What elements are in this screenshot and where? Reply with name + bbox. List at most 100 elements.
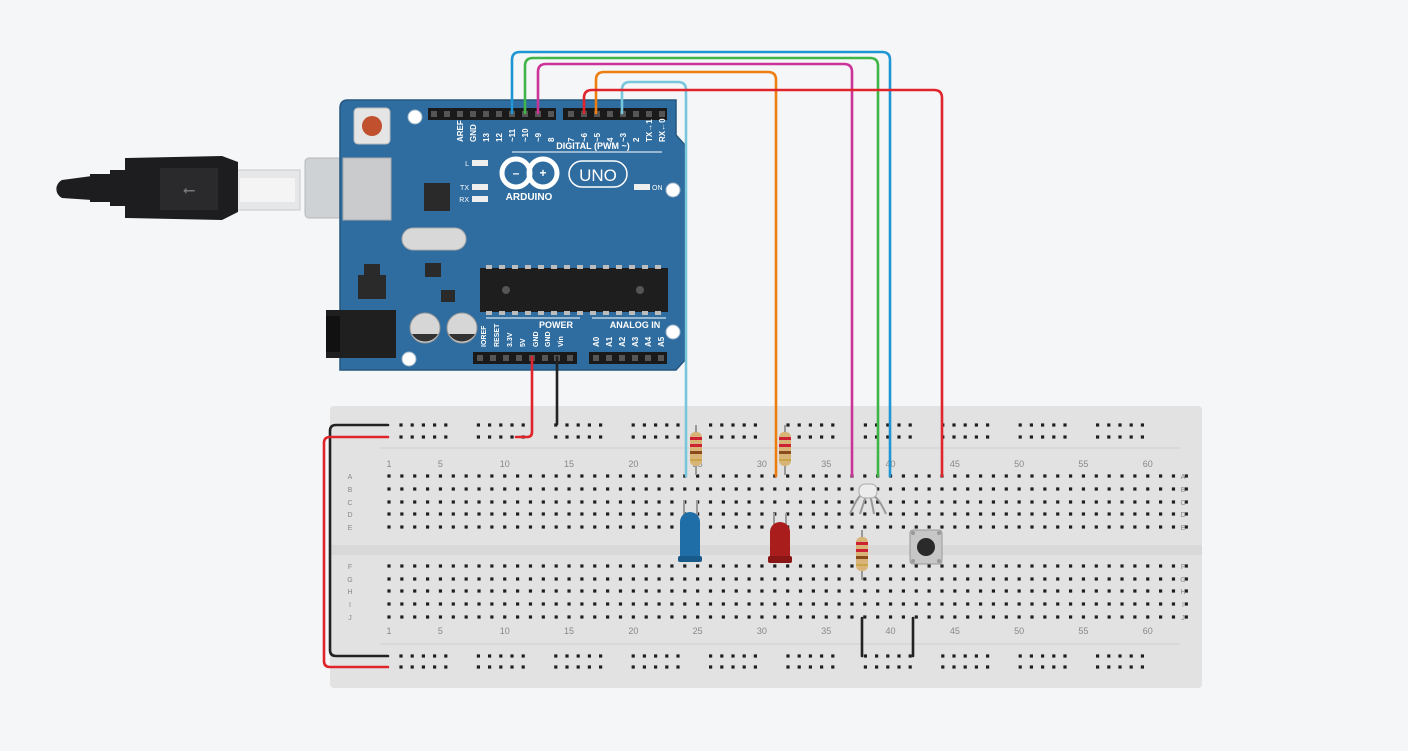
- breadboard-hole[interactable]: [927, 564, 931, 568]
- rail-hole[interactable]: [1096, 654, 1100, 658]
- breadboard-hole[interactable]: [927, 577, 931, 581]
- rail-hole[interactable]: [554, 654, 558, 658]
- breadboard-hole[interactable]: [940, 512, 944, 516]
- breadboard-hole[interactable]: [914, 500, 918, 504]
- breadboard-hole[interactable]: [824, 487, 828, 491]
- breadboard-hole[interactable]: [837, 564, 841, 568]
- breadboard-hole[interactable]: [1133, 602, 1137, 606]
- analog-pin-hole[interactable]: [632, 355, 638, 361]
- rgb-led[interactable]: [849, 483, 887, 515]
- breadboard-hole[interactable]: [618, 615, 623, 619]
- breadboard-hole[interactable]: [798, 474, 803, 478]
- rail-hole[interactable]: [631, 435, 635, 439]
- breadboard-hole[interactable]: [786, 602, 790, 606]
- rail-hole[interactable]: [742, 423, 746, 427]
- breadboard-hole[interactable]: [798, 512, 803, 516]
- breadboard-hole[interactable]: [837, 615, 841, 619]
- breadboard-hole[interactable]: [1094, 500, 1098, 504]
- breadboard-hole[interactable]: [670, 500, 674, 504]
- rail-hole[interactable]: [433, 654, 437, 658]
- breadboard-hole[interactable]: [888, 615, 893, 619]
- breadboard-hole[interactable]: [477, 615, 481, 619]
- breadboard-hole[interactable]: [477, 589, 481, 593]
- breadboard-hole[interactable]: [1146, 564, 1150, 568]
- rail-hole[interactable]: [720, 423, 724, 427]
- breadboard-hole[interactable]: [516, 589, 520, 593]
- breadboard-hole[interactable]: [503, 589, 507, 593]
- usb-cable[interactable]: ⭠: [56, 156, 390, 220]
- breadboard-hole[interactable]: [876, 564, 880, 568]
- breadboard-hole[interactable]: [888, 577, 893, 581]
- breadboard-hole[interactable]: [1043, 564, 1047, 568]
- breadboard-hole[interactable]: [837, 525, 841, 529]
- breadboard-hole[interactable]: [966, 589, 970, 593]
- rail-hole[interactable]: [1140, 423, 1144, 427]
- breadboard-hole[interactable]: [413, 474, 417, 478]
- breadboard-hole[interactable]: [451, 589, 455, 593]
- breadboard-hole[interactable]: [824, 564, 828, 568]
- breadboard-hole[interactable]: [387, 589, 391, 593]
- breadboard-hole[interactable]: [708, 564, 713, 568]
- breadboard-hole[interactable]: [413, 577, 417, 581]
- breadboard-hole[interactable]: [606, 512, 610, 516]
- rail-hole[interactable]: [1107, 665, 1111, 669]
- breadboard-hole[interactable]: [747, 589, 751, 593]
- breadboard-hole[interactable]: [425, 512, 430, 516]
- breadboard-hole[interactable]: [888, 589, 893, 593]
- breadboard-hole[interactable]: [413, 525, 417, 529]
- rail-hole[interactable]: [831, 665, 835, 669]
- rail-hole[interactable]: [476, 654, 480, 658]
- breadboard-hole[interactable]: [850, 589, 854, 593]
- rail-hole[interactable]: [1107, 435, 1111, 439]
- breadboard-hole[interactable]: [901, 577, 905, 581]
- breadboard-hole[interactable]: [927, 487, 931, 491]
- breadboard-hole[interactable]: [1159, 589, 1163, 593]
- breadboard-hole[interactable]: [824, 512, 828, 516]
- breadboard-hole[interactable]: [657, 487, 661, 491]
- breadboard-hole[interactable]: [554, 564, 558, 568]
- breadboard-hole[interactable]: [837, 500, 841, 504]
- breadboard-hole[interactable]: [966, 474, 970, 478]
- breadboard-hole[interactable]: [734, 525, 738, 529]
- breadboard-hole[interactable]: [1171, 577, 1176, 581]
- rail-hole[interactable]: [797, 435, 801, 439]
- rail-hole[interactable]: [599, 435, 603, 439]
- breadboard-hole[interactable]: [528, 602, 533, 606]
- rail-hole[interactable]: [642, 435, 646, 439]
- breadboard-hole[interactable]: [490, 512, 494, 516]
- rail-hole[interactable]: [886, 423, 890, 427]
- breadboard-hole[interactable]: [464, 500, 468, 504]
- digital-pin-hole[interactable]: [620, 111, 626, 117]
- breadboard-hole[interactable]: [901, 500, 905, 504]
- breadboard-hole[interactable]: [503, 525, 507, 529]
- breadboard-hole[interactable]: [1043, 525, 1047, 529]
- breadboard-hole[interactable]: [734, 500, 738, 504]
- breadboard-hole[interactable]: [683, 577, 687, 581]
- rail-hole[interactable]: [654, 654, 658, 658]
- breadboard-hole[interactable]: [1094, 487, 1098, 491]
- rail-hole[interactable]: [476, 435, 480, 439]
- rail-hole[interactable]: [831, 423, 835, 427]
- rail-hole[interactable]: [599, 665, 603, 669]
- breadboard-hole[interactable]: [503, 487, 507, 491]
- rail-hole[interactable]: [753, 665, 757, 669]
- breadboard-hole[interactable]: [606, 564, 610, 568]
- breadboard-hole[interactable]: [644, 474, 648, 478]
- breadboard-hole[interactable]: [1171, 487, 1176, 491]
- breadboard-hole[interactable]: [1146, 577, 1150, 581]
- breadboard-hole[interactable]: [1120, 577, 1124, 581]
- breadboard-hole[interactable]: [451, 512, 455, 516]
- breadboard-hole[interactable]: [490, 589, 494, 593]
- breadboard-hole[interactable]: [1030, 564, 1034, 568]
- breadboard-hole[interactable]: [1068, 512, 1073, 516]
- breadboard-hole[interactable]: [888, 487, 893, 491]
- breadboard-hole[interactable]: [477, 525, 481, 529]
- breadboard-hole[interactable]: [914, 487, 918, 491]
- breadboard-hole[interactable]: [1043, 512, 1047, 516]
- breadboard-hole[interactable]: [914, 474, 918, 478]
- rail-hole[interactable]: [820, 423, 824, 427]
- rail-hole[interactable]: [488, 654, 492, 658]
- rail-hole[interactable]: [820, 665, 824, 669]
- breadboard-hole[interactable]: [657, 474, 661, 478]
- rail-hole[interactable]: [1118, 654, 1122, 658]
